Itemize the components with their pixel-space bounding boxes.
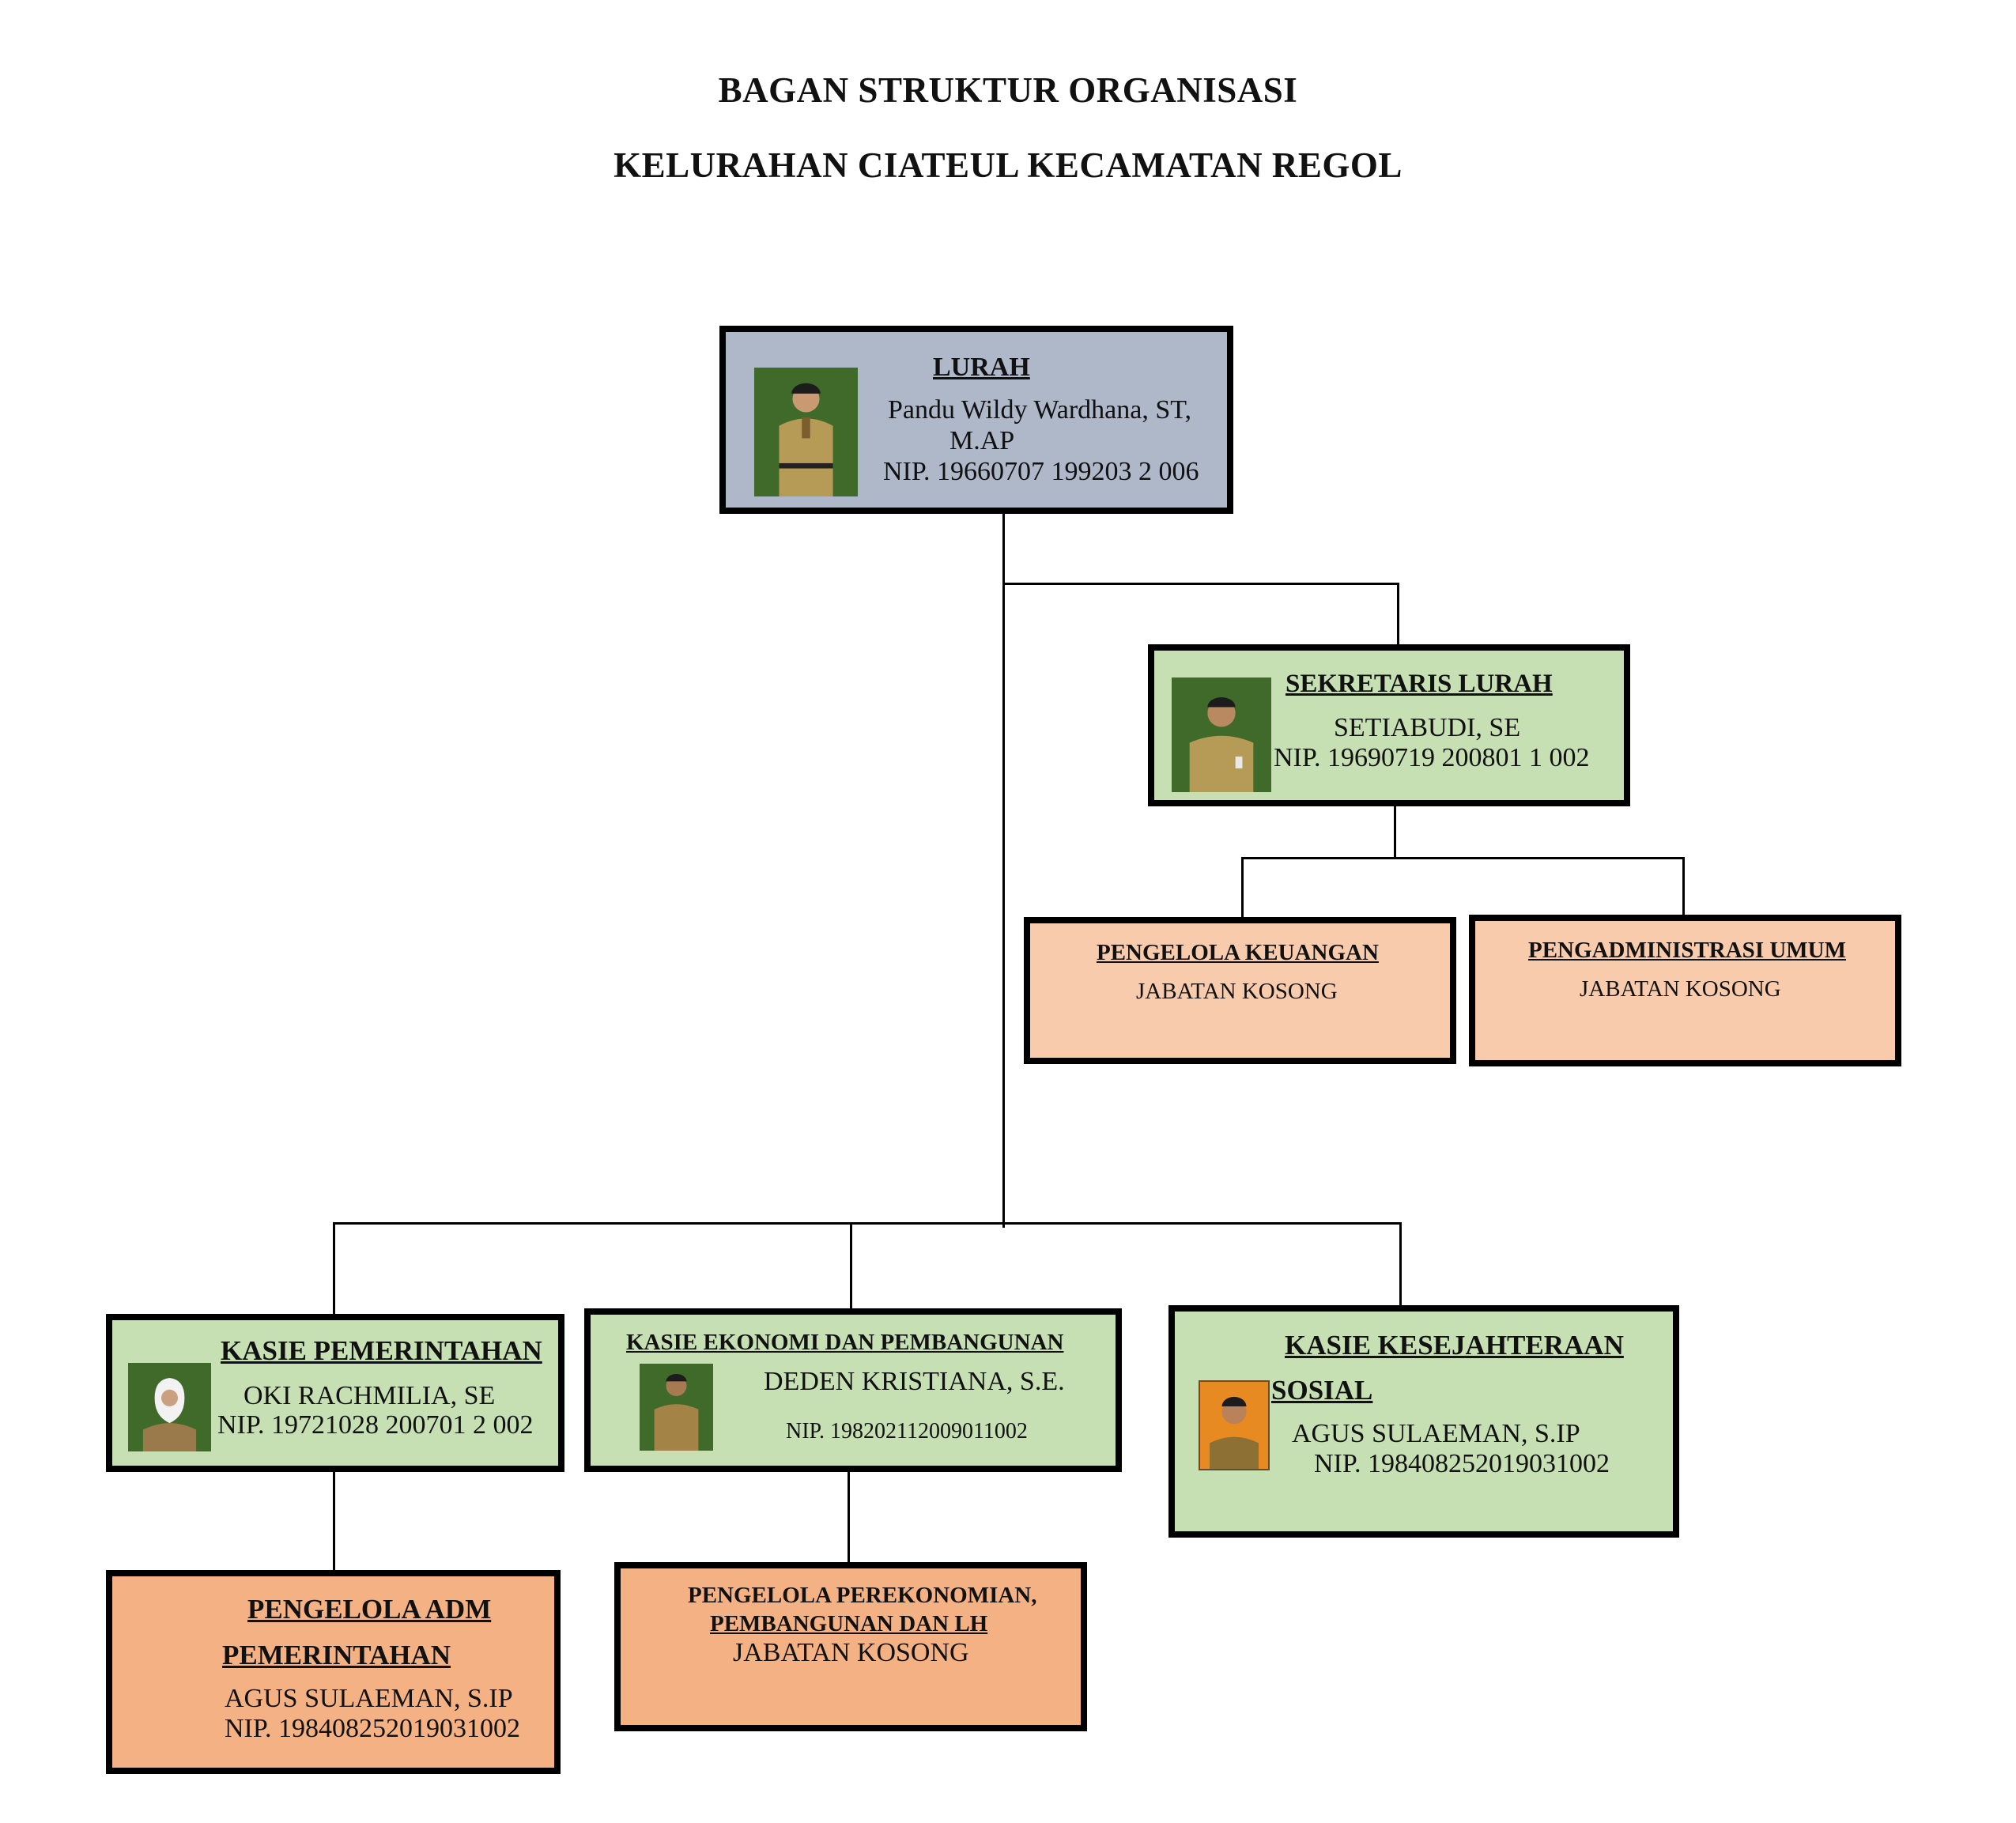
pengelola-adm-title-line1: PENGELOLA ADM <box>247 1594 492 1625</box>
kasie-kesejahteraan-name: AGUS SULAEMAN, S.IP <box>1292 1419 1580 1448</box>
sekretaris-box: SEKRETARIS LURAH SETIABUDI, SE NIP. 1969… <box>1148 644 1630 806</box>
pengelola-perekonomian-status: JABATAN KOSONG <box>733 1638 969 1667</box>
chart-subtitle: KELURAHAN CIATEUL KECAMATAN REGOL <box>613 145 1403 185</box>
lurah-name-line1: Pandu Wildy Wardhana, ST, <box>888 395 1192 425</box>
connector-staff-h <box>1241 857 1684 859</box>
connector-lurah-trunk <box>1002 512 1005 1228</box>
person-photo-icon <box>1199 1380 1270 1470</box>
person-photo-icon <box>640 1364 713 1451</box>
connector-adm-v <box>333 1469 335 1570</box>
connector-kasie-h <box>333 1222 1402 1225</box>
pengelola-keuangan-title: PENGELOLA KEUANGAN <box>1097 940 1379 965</box>
connector-perekonomian-v <box>848 1469 850 1565</box>
lurah-name-line2: M.AP <box>949 426 1015 455</box>
lurah-box: LURAH Pandu Wildy Wardhana, ST, M.AP NIP… <box>719 326 1233 514</box>
connector-umum-v <box>1682 857 1685 917</box>
sekretaris-name: SETIABUDI, SE <box>1334 713 1521 742</box>
pengelola-perekonomian-title-line2: PEMBANGUNAN DAN LH <box>710 1611 988 1636</box>
pengelola-keuangan-status: JABATAN KOSONG <box>1136 979 1338 1004</box>
kasie-ekonomi-title: KASIE EKONOMI DAN PEMBANGUNAN <box>626 1330 1064 1355</box>
pengelola-keuangan-box: PENGELOLA KEUANGAN JABATAN KOSONG <box>1024 917 1456 1064</box>
lurah-nip: NIP. 19660707 199203 2 006 <box>883 457 1199 486</box>
pengelola-adm-nip: NIP. 198408252019031002 <box>225 1714 521 1743</box>
pengelola-perekonomian-box: PENGELOLA PEREKONOMIAN, PEMBANGUNAN DAN … <box>614 1562 1087 1731</box>
pengadministrasi-umum-box: PENGADMINISTRASI UMUM JABATAN KOSONG <box>1469 915 1901 1066</box>
sekretaris-nip: NIP. 19690719 200801 1 002 <box>1274 743 1590 772</box>
kasie-pemerintahan-nip: NIP. 19721028 200701 2 002 <box>217 1410 534 1440</box>
kasie-kesejahteraan-title-line1: KASIE KESEJAHTERAAN <box>1285 1330 1624 1361</box>
pengelola-adm-box: PENGELOLA ADM PEMERINTAHAN AGUS SULAEMAN… <box>106 1570 561 1774</box>
pengadministrasi-umum-title: PENGADMINISTRASI UMUM <box>1528 938 1846 963</box>
pengelola-perekonomian-title-line1: PENGELOLA PEREKONOMIAN, <box>688 1583 1037 1608</box>
pengelola-adm-name: AGUS SULAEMAN, S.IP <box>225 1684 513 1713</box>
kasie-kesejahteraan-nip: NIP. 198408252019031002 <box>1314 1449 1610 1478</box>
kasie-ekonomi-box: KASIE EKONOMI DAN PEMBANGUNAN DEDEN KRIS… <box>584 1308 1122 1472</box>
connector-sekretaris-v <box>1397 583 1399 647</box>
connector-sekretaris-down <box>1394 803 1396 858</box>
kasie-ekonomi-nip: NIP. 198202112009011002 <box>786 1419 1028 1444</box>
pengadministrasi-umum-status: JABATAN KOSONG <box>1580 976 1781 1002</box>
kasie-pemerintahan-name: OKI RACHMILIA, SE <box>244 1381 496 1410</box>
connector-ekonomi-v <box>850 1222 852 1312</box>
pengelola-adm-title-line2: PEMERINTAHAN <box>222 1640 451 1670</box>
chart-title: BAGAN STRUKTUR ORGANISASI <box>718 70 1298 110</box>
connector-kesejahteraan-v <box>1399 1222 1402 1309</box>
sekretaris-title: SEKRETARIS LURAH <box>1285 670 1553 698</box>
kasie-ekonomi-name: DEDEN KRISTIANA, S.E. <box>764 1367 1065 1396</box>
person-photo-icon <box>1172 677 1271 792</box>
connector-pemerintahan-v <box>333 1222 335 1317</box>
kasie-kesejahteraan-box: KASIE KESEJAHTERAAN SOSIAL AGUS SULAEMAN… <box>1168 1305 1679 1538</box>
person-photo-icon <box>754 368 858 496</box>
kasie-pemerintahan-title: KASIE PEMERINTAHAN <box>221 1335 542 1366</box>
lurah-title: LURAH <box>933 353 1030 382</box>
kasie-kesejahteraan-title-line2: SOSIAL <box>1271 1375 1373 1406</box>
kasie-pemerintahan-box: KASIE PEMERINTAHAN OKI RACHMILIA, SE NIP… <box>106 1314 564 1472</box>
connector-keuangan-v <box>1241 857 1244 919</box>
person-photo-icon <box>128 1363 211 1451</box>
connector-sekretaris-h <box>1002 583 1399 585</box>
